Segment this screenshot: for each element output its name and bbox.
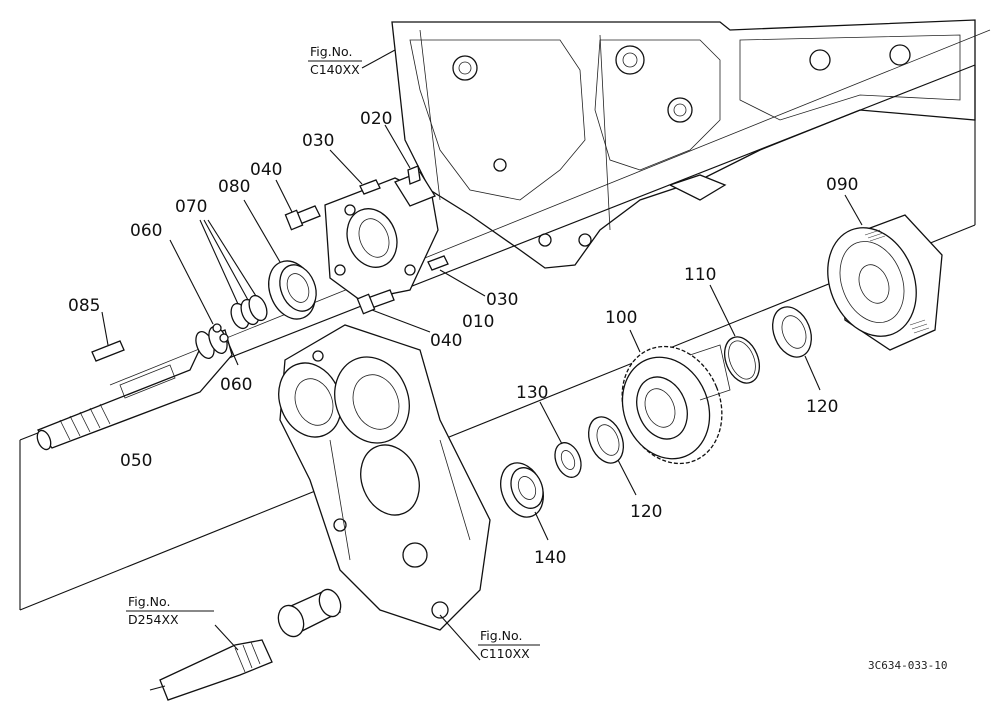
- svg-text:Fig.No.: Fig.No.: [128, 594, 170, 609]
- bolt-040-lower: [356, 289, 431, 333]
- part-label-085: 085: [68, 296, 100, 316]
- transmission-case-housing: [391, 19, 976, 269]
- fig-ref-c110[interactable]: Fig.No. C110XX: [478, 628, 540, 661]
- part-label-050: 050: [120, 451, 152, 471]
- plug-020: [384, 124, 421, 185]
- gear-100: [621, 329, 731, 465]
- part-label-110: 110: [684, 265, 716, 285]
- part-label-080: 080: [218, 177, 250, 197]
- bearing-120-lower: [588, 416, 637, 496]
- leader-d254: [214, 624, 239, 651]
- part-label-120-lower: 120: [630, 502, 662, 522]
- part-label-030-lower: 030: [486, 290, 518, 310]
- svg-text:C110XX: C110XX: [480, 646, 530, 661]
- pin-030-lower: [427, 255, 486, 297]
- part-label-020: 020: [360, 109, 392, 129]
- key-085: [91, 311, 125, 362]
- lower-shaft: [149, 639, 273, 701]
- part-label-130: 130: [516, 383, 548, 403]
- part-label-060-lower: 060: [220, 375, 252, 395]
- ball-060: [169, 239, 239, 366]
- svg-text:Fig.No.: Fig.No.: [480, 628, 522, 643]
- sleeve-coupling: [277, 588, 342, 638]
- pin-030-upper: [329, 149, 381, 195]
- fig-ref-c140[interactable]: Fig.No. C140XX: [308, 44, 362, 77]
- part-label-060-upper: 060: [130, 221, 162, 241]
- snap-ring-110: [709, 284, 760, 384]
- part-label-070: 070: [175, 197, 207, 217]
- part-label-040-upper: 040: [250, 160, 282, 180]
- part-label-090: 090: [826, 175, 858, 195]
- washer-130: [539, 401, 582, 478]
- bearing-120-upper: [772, 306, 821, 391]
- shaft-050: [36, 326, 233, 451]
- part-label-010: 010: [462, 312, 494, 332]
- leader-c110: [439, 614, 481, 661]
- clutch-drum-090: [827, 194, 943, 351]
- part-label-030-upper: 030: [302, 131, 334, 151]
- svg-text:C140XX: C140XX: [310, 62, 360, 77]
- part-label-100: 100: [605, 308, 637, 328]
- bolt-040-upper: [275, 179, 321, 231]
- fig-ref-d254[interactable]: Fig.No. D254XX: [126, 594, 214, 627]
- cover-010: [324, 171, 439, 301]
- part-label-040-lower: 040: [430, 331, 462, 351]
- svg-text:D254XX: D254XX: [128, 612, 179, 627]
- part-label-140: 140: [534, 548, 566, 568]
- bearing-140: [500, 462, 549, 541]
- part-label-120-upper: 120: [806, 397, 838, 417]
- leader-c140: [361, 49, 396, 69]
- gear-case-housing: [278, 324, 491, 631]
- drawing-code: 3C634-033-10: [868, 659, 947, 672]
- snap-rings-070: [199, 219, 268, 330]
- bearing-080: [243, 199, 317, 320]
- svg-text:Fig.No.: Fig.No.: [310, 44, 352, 59]
